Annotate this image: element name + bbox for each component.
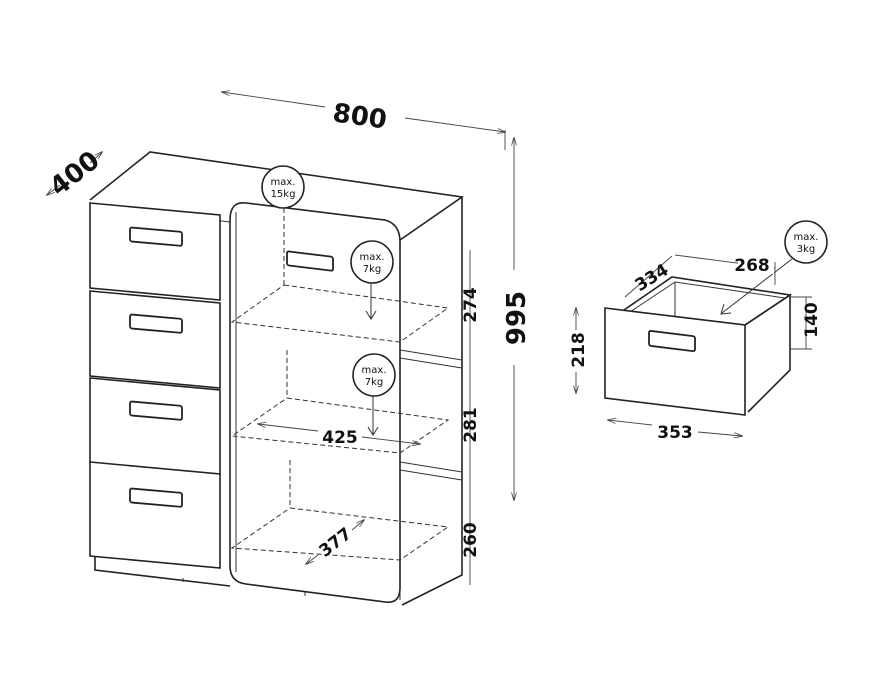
width-label: 800 [331,98,389,135]
dimension-shelf-gaps: 274 281 260 [461,250,481,585]
drawer-handle-icon [129,400,183,421]
load-value: 7kg [363,264,382,275]
drawer-inner-height-label: 140 [802,302,822,338]
drawer-front-width-label: 353 [657,423,693,443]
load-label: max. [271,177,296,188]
cabinet-side [401,197,463,606]
height-label: 995 [502,291,532,345]
door-handle-icon [286,250,334,272]
shelf-width-label: 425 [322,428,358,448]
drawer-handle-icon [129,487,183,508]
load-value: 7kg [365,377,384,388]
drawer-front [604,307,746,416]
load-badge-top: max. 15kg [261,165,305,209]
drawer-front-2 [89,290,221,389]
load-badge-shelf-lower: max. 7kg [352,353,396,436]
dimension-shelf-width: 425 [258,424,420,448]
open-door [229,202,401,604]
drawer-handle-icon [129,226,183,247]
shelf-bottom [230,460,450,561]
drawer-front-3 [89,377,221,476]
shelf-gap-top-label: 274 [461,287,481,323]
chest-of-drawers [89,151,465,606]
drawer-handle-icon [129,313,183,334]
drawer-front-4 [89,461,221,569]
shelf-gap-bottom-label: 260 [461,522,481,558]
drawer-inner-width-label: 268 [734,256,770,276]
dimension-height: 995 [502,138,532,500]
shelf-upper [230,200,450,343]
load-label: max. [362,365,387,376]
drawer-handle-icon [648,330,696,353]
load-label: max. [794,232,819,243]
drawer-detail: max. 3kg 334 268 140 218 353 [569,220,828,443]
drawer-front-height-label: 218 [569,332,589,368]
shelf-lower [230,350,450,454]
dimension-width: 800 [222,92,505,150]
load-badge-shelf-upper: max. 7kg [350,240,394,320]
load-badge-drawer: max. 3kg [720,220,828,315]
load-value: 3kg [797,244,816,255]
shelf-gap-middle-label: 281 [461,407,481,443]
drawer-front-1 [89,202,221,301]
cabinet-top [89,151,465,241]
load-label: max. [360,252,385,263]
load-value: 15kg [271,189,296,200]
